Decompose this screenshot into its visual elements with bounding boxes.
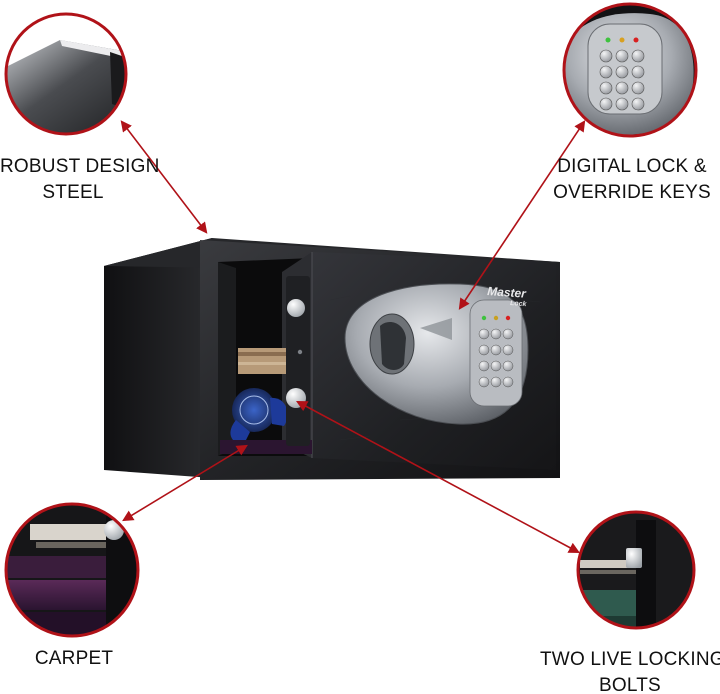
callout-robust-line2: STEEL — [42, 182, 104, 203]
callout-bolts-line1: TWO LIVE LOCKING — [540, 649, 720, 670]
callout-digital-lock: DIGITAL LOCK & OVERRIDE KEYS — [548, 154, 716, 206]
detail-circle-keypad — [562, 2, 698, 138]
callout-digital-line1: DIGITAL LOCK & — [557, 156, 707, 177]
callout-robust-design: ROBUST DESIGN STEEL — [0, 154, 160, 206]
callout-locking-bolts: TWO LIVE LOCKING BOLTS — [540, 647, 720, 694]
callout-bolts-line2: BOLTS — [599, 675, 661, 694]
door-bolts — [286, 276, 310, 446]
callout-carpet: CARPET — [30, 646, 118, 672]
callout-digital-line2: OVERRIDE KEYS — [553, 182, 711, 203]
callout-robust-line1: ROBUST DESIGN — [0, 156, 160, 177]
svg-text:Lock: Lock — [510, 300, 528, 308]
svg-text:Master: Master — [487, 284, 528, 301]
digital-lock-plate — [344, 283, 529, 425]
safe-interior — [220, 348, 312, 454]
detail-circle-steel — [4, 12, 128, 136]
callout-carpet-line1: CARPET — [34, 648, 114, 669]
callout-arrows — [120, 120, 586, 554]
detail-circle-bolts — [576, 510, 696, 630]
detail-circle-carpet — [4, 502, 140, 638]
